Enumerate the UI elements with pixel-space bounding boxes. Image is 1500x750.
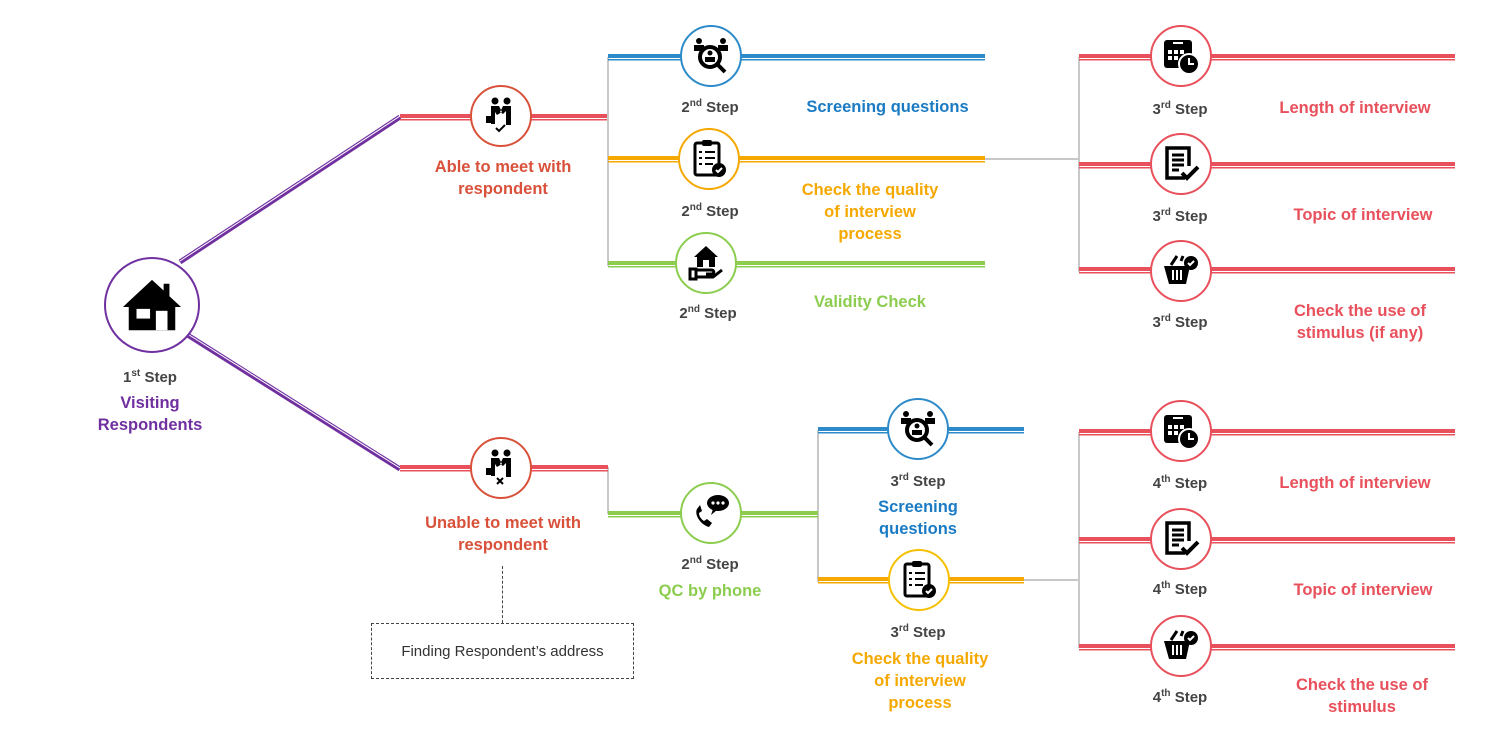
phone-node[interactable]: [680, 482, 742, 544]
able-stimulus-step: 3rd Step: [1152, 313, 1208, 331]
able-length-step: 3rd Step: [1152, 100, 1208, 118]
phone-step: 2nd Step: [681, 555, 739, 573]
unable-quality-node[interactable]: [888, 549, 950, 611]
phone-label: QC by phone: [658, 582, 762, 600]
unable-screening-node[interactable]: [887, 398, 949, 460]
handshake-check-icon: [486, 97, 511, 133]
able-validity-step: 2nd Step: [679, 304, 737, 322]
unable-length-node[interactable]: [1150, 400, 1212, 462]
able-validity-label: Validity Check: [814, 293, 926, 311]
unable-topic-label: Topic of interview: [1293, 581, 1433, 599]
root-step-label: 1st Step: [123, 368, 177, 386]
able-stimulus-node[interactable]: [1150, 240, 1212, 302]
able-node[interactable]: [470, 85, 532, 147]
able-topic-node[interactable]: [1150, 133, 1212, 195]
unable-stimulus-bar: [1079, 644, 1455, 651]
clipboard-check-icon: [693, 140, 726, 177]
note-connector: [502, 566, 503, 623]
able-validity-bar: [608, 261, 985, 268]
able-topic-label: Topic of interview: [1293, 206, 1433, 224]
screening-search-icon: [901, 411, 935, 447]
able-screening-bar: [608, 54, 985, 61]
unable-quality-step: 3rd Step: [890, 623, 946, 641]
root-to-able-connector: [178, 114, 402, 265]
unable-stimulus-step: 4th Step: [1152, 688, 1208, 706]
able-quality-bar: [608, 156, 985, 163]
unable-length-label: Length of interview: [1279, 474, 1431, 492]
document-check-icon: [1165, 521, 1200, 556]
able-topic-bar: [1079, 162, 1455, 169]
screening-search-icon: [694, 38, 728, 74]
unable-stimulus-node[interactable]: [1150, 615, 1212, 677]
able-screening-label: Screening questions: [806, 98, 969, 116]
unable-node[interactable]: [470, 437, 532, 499]
able-topic-step: 3rd Step: [1152, 207, 1208, 225]
able-screening-step: 2nd Step: [681, 98, 739, 116]
basket-check-icon: [1164, 255, 1198, 284]
finding-address-note: Finding Respondent’s address: [371, 623, 634, 679]
document-check-icon: [1165, 146, 1200, 181]
unable-length-bar: [1079, 429, 1455, 436]
unable-topic-step: 4th Step: [1152, 580, 1208, 598]
house-icon: [122, 279, 182, 331]
unable-length-step: 4th Step: [1152, 474, 1208, 492]
basket-check-icon: [1164, 630, 1198, 659]
root-to-unable-connector: [184, 331, 402, 472]
calendar-clock-icon: [1164, 415, 1200, 450]
unable-screening-step: 3rd Step: [890, 472, 946, 490]
able-validity-node[interactable]: [675, 232, 737, 294]
able-length-node[interactable]: [1150, 25, 1212, 87]
unable-topic-bar: [1079, 537, 1455, 544]
handshake-x-icon: [486, 449, 511, 485]
root-node[interactable]: [104, 257, 200, 353]
calendar-clock-icon: [1164, 40, 1200, 75]
phone-chat-icon: [696, 495, 729, 527]
able-quality-node[interactable]: [678, 128, 740, 190]
able-quality-step: 2nd Step: [681, 202, 739, 220]
clipboard-check-icon: [903, 561, 936, 598]
house-hand-icon: [688, 246, 723, 281]
able-stimulus-bar: [1079, 267, 1455, 274]
able-length-bar: [1079, 54, 1455, 61]
unable-topic-node[interactable]: [1150, 508, 1212, 570]
able-screening-node[interactable]: [680, 25, 742, 87]
able-length-label: Length of interview: [1279, 99, 1431, 117]
